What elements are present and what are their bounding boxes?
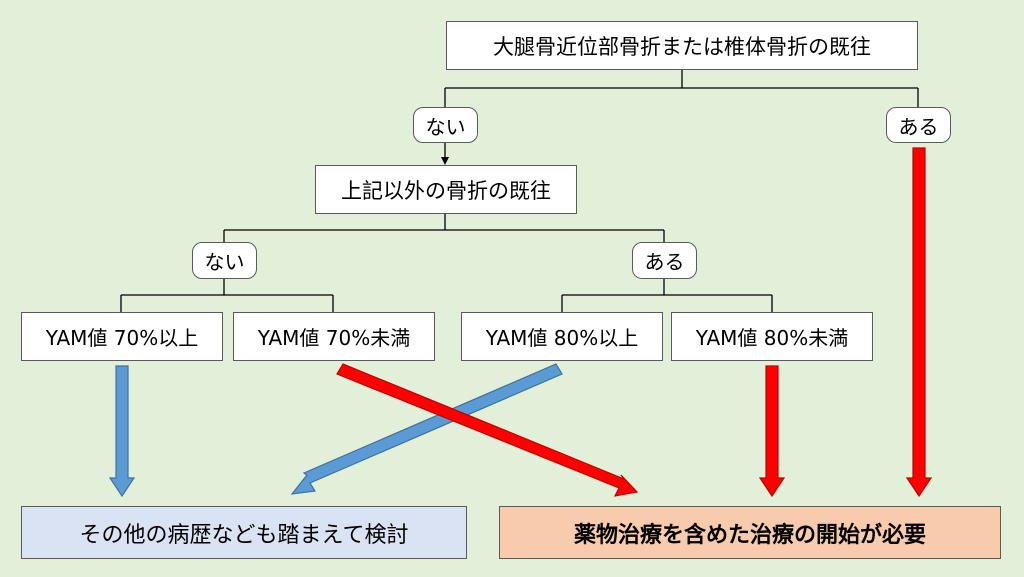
other-yes-label: ある — [632, 242, 697, 279]
outcome-treat-box: 薬物治療を含めた治療の開始が必要 — [499, 506, 1001, 559]
blue-arrow-down — [108, 365, 136, 498]
yam-80-above-box: YAM値 80%以上 — [461, 312, 663, 361]
yam-70-above-box: YAM値 70%以上 — [21, 312, 223, 361]
red-arrow-down-yam80 — [758, 365, 786, 498]
other-fracture-question: 上記以外の骨折の既往 — [315, 165, 577, 214]
outcome-consider-box: その他の病歴なども踏まえて検討 — [21, 506, 467, 559]
red-arrow-diagonal — [336, 363, 639, 497]
root-question: 大腿骨近位部骨折または椎体骨折の既往 — [446, 21, 918, 70]
root-yes-label: ある — [886, 107, 951, 143]
other-no-label: ない — [192, 242, 257, 279]
blue-arrow-diagonal — [290, 363, 563, 495]
yam-70-below-box: YAM値 70%未満 — [233, 312, 435, 361]
red-arrow-down-root — [905, 147, 933, 498]
root-no-label: ない — [413, 107, 478, 143]
yam-80-below-box: YAM値 80%未満 — [671, 312, 873, 361]
